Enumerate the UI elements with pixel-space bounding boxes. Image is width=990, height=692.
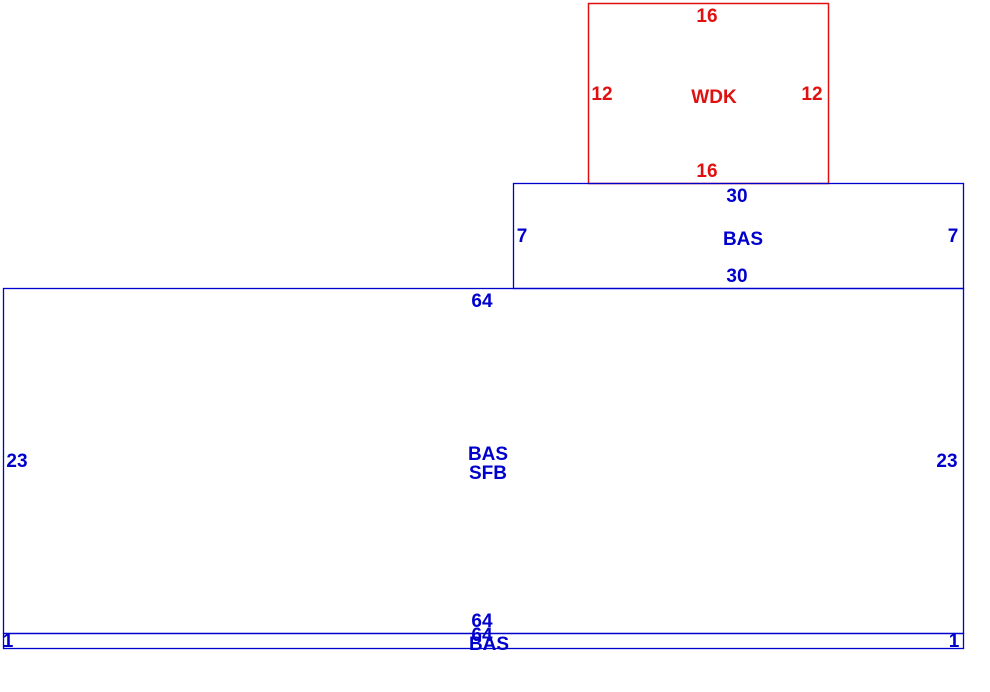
area-bas-main: 64 64 23 23 BAS SFB [2, 287, 965, 635]
area-bas-upper: 30 30 7 7 BAS [512, 182, 965, 290]
bas-main-sub-label: SFB [469, 463, 507, 484]
bas-main-right-dimension: 23 [936, 451, 957, 472]
wdk-area-label: WDK [691, 87, 737, 108]
bas-main-left-dimension: 23 [6, 451, 27, 472]
bas-upper-right-dimension: 7 [948, 226, 959, 247]
bas-upper-top-dimension: 30 [726, 186, 747, 207]
bas-upper-area-label: BAS [723, 229, 763, 250]
wdk-bottom-dimension: 16 [696, 161, 717, 182]
bas-upper-bottom-dimension: 30 [726, 266, 747, 287]
wdk-right-dimension: 12 [801, 84, 822, 105]
area-bas-strip: 64 1 1 BAS [2, 625, 965, 655]
wdk-left-dimension: 12 [591, 84, 612, 105]
bas-main-bottom-dimension: 64 [471, 611, 493, 632]
bas-strip-outline [2, 632, 965, 650]
bas-strip-left-dimension: 1 [3, 631, 14, 652]
bas-main-top-dimension: 64 [471, 291, 493, 312]
bas-main-area-label: BAS [468, 444, 508, 465]
bas-strip-area-label: BAS [469, 634, 509, 655]
bas-strip-right-dimension: 1 [949, 631, 960, 652]
area-wdk: 16 16 12 12 WDK [587, 2, 830, 185]
bas-upper-left-dimension: 7 [517, 226, 528, 247]
wdk-top-dimension: 16 [696, 6, 717, 27]
bas-strip-top-dimension: 64 [471, 625, 493, 646]
